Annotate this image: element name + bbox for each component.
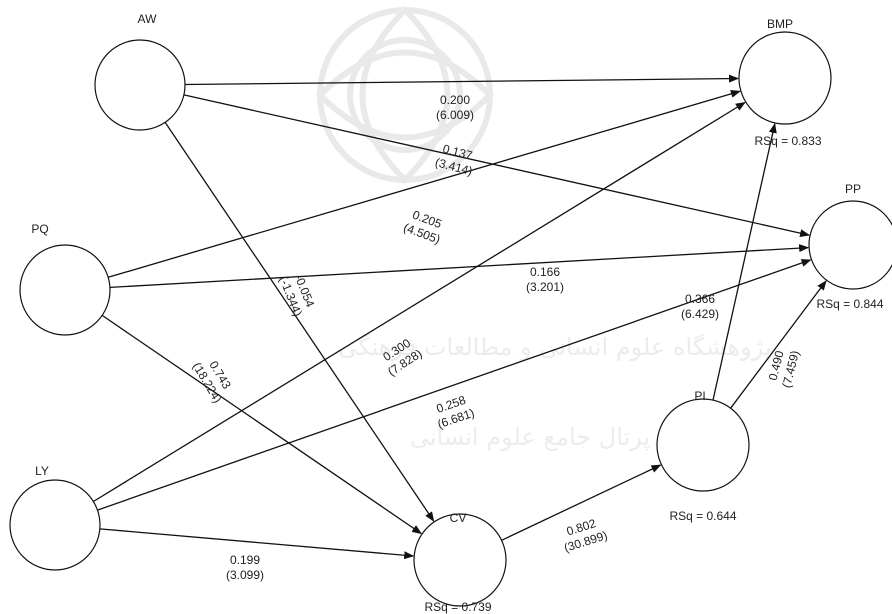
path-arrow-ly-to-bmp: [93, 101, 746, 503]
path-coefficient: 0.366: [685, 292, 715, 306]
node-circle[interactable]: [94, 39, 186, 131]
path-t-value: (3.201): [526, 280, 564, 294]
watermark-line-2: پرتال جامع علوم انسانی: [410, 423, 650, 451]
node-label: AW: [138, 12, 158, 26]
path-arrow-ly-to-pp: [97, 259, 812, 511]
path-arrow-pq-to-bmp: [108, 90, 741, 278]
node-rsq: RSq = 0.739: [424, 600, 491, 614]
path-t-value: (6.009): [436, 108, 474, 122]
node-circle[interactable]: [738, 31, 832, 125]
node-bmp[interactable]: BMP RSq = 0.833: [738, 17, 832, 148]
node-aw[interactable]: AW: [94, 12, 186, 131]
node-pq[interactable]: PQ: [19, 222, 111, 336]
path-t-value: (3.099): [226, 568, 264, 582]
path-label-aw-to-cv: -0.054(-1.344): [276, 272, 317, 318]
node-label: CV: [450, 511, 467, 525]
path-label-pi-to-bmp: 0.366(6.429): [681, 292, 719, 321]
node-rsq: RSq = 0.833: [754, 134, 821, 148]
node-label: PI: [694, 389, 705, 403]
path-label-pq-to-bmp: 0.205(4.505): [402, 208, 444, 247]
node-label: BMP: [767, 17, 793, 31]
node-label: PP: [845, 182, 861, 196]
node-circle[interactable]: [19, 244, 111, 336]
paths-layer: [93, 74, 827, 560]
node-ly[interactable]: LY: [9, 464, 101, 571]
path-coefficient: 0.200: [440, 93, 470, 107]
path-label-pq-to-pp: 0.166(3.201): [526, 265, 564, 294]
path-arrow-aw-to-bmp: [184, 74, 739, 86]
node-circle[interactable]: [9, 479, 101, 571]
node-pp[interactable]: PP RSq = 0.844: [808, 182, 892, 311]
path-coefficient: 0.166: [530, 265, 560, 279]
watermark-line-1: پژوهشگاه علوم انسانی و مطالعات فرهنگی: [338, 333, 771, 361]
path-arrow-ly-to-cv: [99, 528, 415, 560]
path-label-ly-to-cv: 0.199(3.099): [226, 553, 264, 582]
path-coefficient: 0.199: [230, 553, 260, 567]
path-arrow-pi-to-bmp: [712, 122, 777, 401]
node-cv[interactable]: CV RSq = 0.739: [413, 511, 507, 614]
node-circle[interactable]: [413, 513, 507, 607]
node-rsq: RSq = 0.844: [816, 297, 883, 311]
node-rsq: RSq = 0.644: [669, 509, 736, 523]
path-arrow-cv-to-pi: [501, 464, 662, 541]
node-pi[interactable]: PI RSq = 0.644: [656, 389, 750, 523]
path-arrow-aw-to-cv: [164, 121, 435, 522]
node-label: LY: [35, 464, 49, 478]
node-circle[interactable]: [656, 398, 750, 492]
path-t-value: (6.429): [681, 307, 719, 321]
path-arrow-aw-to-pp: [183, 94, 811, 238]
labels-layer: 0.200(6.009)0.137(3.414)-0.054(-1.344)0.…: [190, 93, 802, 582]
node-label: PQ: [31, 222, 48, 236]
nodes-layer: AW PQ LY CV RSq = 0.739 PI RSq = 0.644 BMP RSq =…: [9, 12, 892, 614]
node-circle[interactable]: [808, 200, 892, 290]
path-arrow-pq-to-pp: [109, 244, 810, 289]
path-label-pq-to-cv: 0.743(18.224): [190, 358, 234, 405]
path-label-aw-to-bmp: 0.200(6.009): [436, 93, 474, 122]
watermark-ornament: [315, 5, 495, 185]
path-arrow-pq-to-cv: [101, 314, 423, 535]
path-arrow-pi-to-pp: [730, 280, 827, 409]
path-label-cv-to-pi: 0.802(30.899): [562, 516, 609, 555]
